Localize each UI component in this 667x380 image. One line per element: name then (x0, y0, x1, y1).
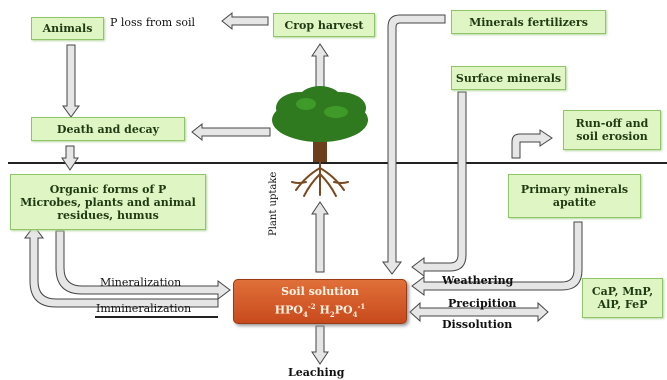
animals-box: Animals (31, 17, 104, 40)
crop-harvest-label: Crop harvest (284, 18, 364, 32)
arrow-precip-dissolution (409, 301, 549, 323)
minerals-fertilizers-box: Minerals fertilizers (451, 10, 606, 34)
soil-solution-title: Soil solution (281, 285, 359, 298)
phosphate-compounds-box: CaP, MnP, AlP, FeP (582, 278, 663, 318)
arrow-uptake (311, 201, 329, 273)
organic-line2: Microbes, plants and animal (20, 195, 196, 209)
leaching-label: Leaching (288, 366, 345, 379)
runoff-box: Run-off and soil erosion (563, 110, 661, 150)
plant-uptake-label: Plant uptake (268, 171, 279, 236)
compounds-line1: CaP, MnP, (591, 285, 654, 298)
crop-harvest-box: Crop harvest (273, 13, 375, 37)
arrow-crop-to-ploss (221, 11, 269, 31)
arrow-immineralization (24, 225, 219, 308)
arrow-leaching (311, 325, 329, 365)
runoff-line2: soil erosion (576, 130, 648, 143)
minerals-fertilizers-label: Minerals fertilizers (469, 15, 588, 29)
death-and-decay-label: Death and decay (56, 122, 160, 136)
dissolution-label: Dissolution (442, 318, 513, 331)
tree-roots (291, 159, 349, 197)
primary-line1: Primary minerals (520, 183, 629, 196)
arrow-animals-to-death (62, 44, 80, 118)
weathering-label: Weathering (442, 274, 514, 287)
mineralization-label: Mineralization (100, 276, 182, 289)
compounds-line2: AlP, FeP (597, 298, 648, 311)
arrow-runoff (511, 129, 553, 159)
animals-label: Animals (42, 22, 93, 35)
soil-solution-formula: HPO4-2 H2PO4-1 (274, 302, 366, 319)
arrow-fertilizers (382, 14, 446, 275)
death-and-decay-box: Death and decay (31, 117, 185, 141)
arrow-mineralization (55, 230, 231, 300)
soil-solution-box: Soil solution HPO4-2 H2PO4-1 (233, 279, 407, 324)
arrow-death-to-organic (61, 145, 79, 171)
tree-illustration (272, 86, 368, 197)
primary-minerals-box: Primary minerals apatite (508, 174, 641, 218)
immineralization-label: Immineralization (96, 302, 192, 315)
arrow-tree-to-death (191, 122, 271, 142)
surface-minerals-label: Surface minerals (455, 71, 562, 85)
organic-line1: Organic forms of P (49, 182, 167, 196)
p-loss-label: P loss from soil (110, 16, 196, 29)
arrow-weathering (411, 221, 583, 296)
surface-minerals-box: Surface minerals (451, 66, 566, 90)
primary-line2: apatite (552, 196, 597, 209)
arrow-surface-minerals (411, 91, 467, 277)
tree-canopy (272, 86, 368, 142)
organic-line3: residues, humus (57, 208, 159, 222)
runoff-line1: Run-off and (575, 117, 649, 130)
organic-forms-box: Organic forms of P Microbes, plants and … (10, 174, 206, 230)
precipition-label: Precipition (448, 297, 517, 310)
